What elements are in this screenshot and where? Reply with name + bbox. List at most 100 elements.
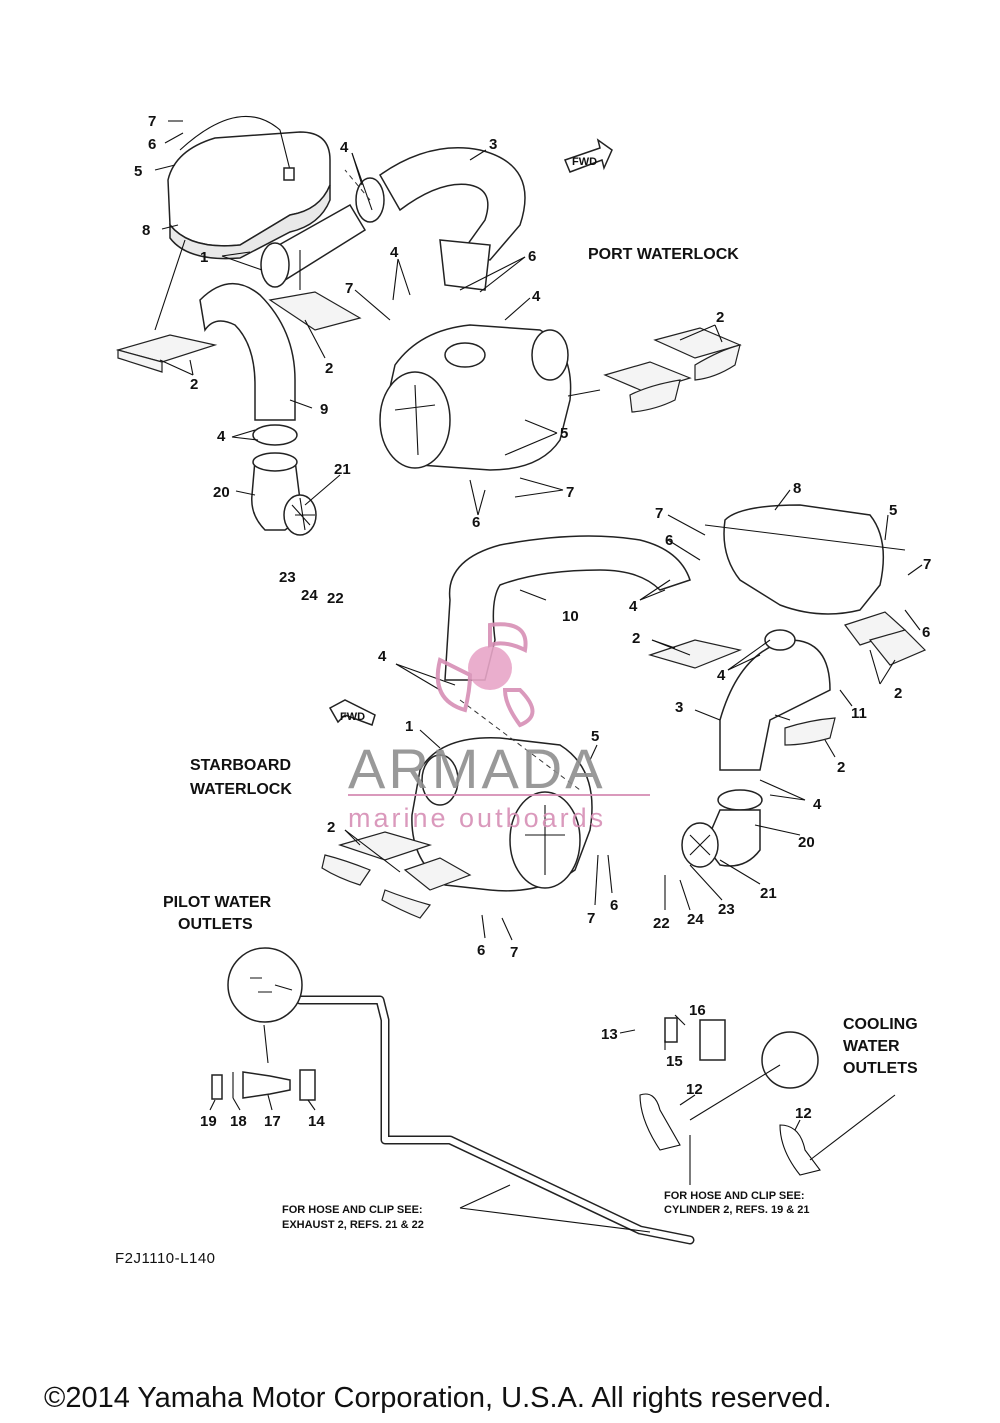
callout: 6 xyxy=(472,514,480,531)
watermark-brand: ARMADA xyxy=(348,737,606,800)
port-hose-3 xyxy=(379,147,526,291)
callout: 10 xyxy=(562,608,579,625)
callout: 7 xyxy=(345,280,353,297)
callout: 12 xyxy=(686,1081,703,1098)
callout: 4 xyxy=(378,648,387,665)
callout: 9 xyxy=(320,401,328,418)
port-elbow-20 xyxy=(251,452,317,536)
callout: 4 xyxy=(532,288,541,305)
callout: 5 xyxy=(560,425,568,442)
callout: 22 xyxy=(653,915,670,932)
callout: 7 xyxy=(566,484,574,501)
callout: 2 xyxy=(632,630,640,647)
watermark-tagline: marine outboards xyxy=(348,803,606,833)
port-pads xyxy=(115,291,742,413)
callout: 5 xyxy=(889,502,897,519)
note-cylinder-line2: CYLINDER 2, REFS. 19 & 21 xyxy=(664,1204,810,1216)
port-hose-9 xyxy=(199,282,298,446)
callout: 4 xyxy=(629,598,638,615)
callout: 4 xyxy=(813,796,822,813)
cooling-water-outlets xyxy=(639,1017,896,1176)
callout: 6 xyxy=(477,942,485,959)
section-cooling-line3: OUTLETS xyxy=(843,1060,918,1077)
section-cooling-line1: COOLING xyxy=(843,1016,918,1033)
note-exhaust-line2: EXHAUST 2, REFS. 21 & 22 xyxy=(282,1219,424,1231)
callout: 6 xyxy=(610,897,618,914)
starboard-fwd-label: FWD xyxy=(340,711,365,723)
callout: 12 xyxy=(795,1105,812,1122)
callout: 6 xyxy=(528,248,536,265)
callout: 2 xyxy=(325,360,333,377)
callouts: 7 6 5 8 4 3 4 7 6 4 1 2 2 2 9 4 21 20 5 … xyxy=(134,113,931,1130)
note-exhaust-line1: FOR HOSE AND CLIP SEE: xyxy=(282,1204,423,1216)
starboard-pads xyxy=(321,611,927,919)
callout: 11 xyxy=(851,705,867,722)
callout: 7 xyxy=(655,505,663,522)
pilot-outlet-fittings xyxy=(211,1069,316,1101)
callout: 6 xyxy=(665,532,673,549)
callout: 13 xyxy=(601,1026,618,1043)
callout: 7 xyxy=(923,556,931,573)
section-cooling-line2: WATER xyxy=(843,1038,900,1055)
callout: 19 xyxy=(200,1113,217,1130)
section-starboard-line2: WATERLOCK xyxy=(190,781,292,798)
starboard-muffler-box xyxy=(704,504,906,615)
callout: 4 xyxy=(217,428,226,445)
callout: 18 xyxy=(230,1113,247,1130)
callout: 20 xyxy=(213,484,230,501)
callout: 24 xyxy=(301,587,318,604)
callout: 4 xyxy=(340,139,349,156)
pad-arrows xyxy=(154,169,791,791)
starboard-hose-10 xyxy=(444,535,691,681)
callout: 2 xyxy=(716,309,724,326)
callout: 23 xyxy=(279,569,296,586)
callout: 21 xyxy=(760,885,777,902)
section-starboard-line1: STARBOARD xyxy=(190,757,291,774)
note-cylinder-line1: FOR HOSE AND CLIP SEE: xyxy=(664,1190,805,1202)
callout: 22 xyxy=(327,590,344,607)
callout: 3 xyxy=(489,136,497,153)
callout: 15 xyxy=(666,1053,683,1070)
callout: 5 xyxy=(591,728,599,745)
callout: 3 xyxy=(675,699,683,716)
callout: 23 xyxy=(718,901,735,918)
section-port-waterlock: PORT WATERLOCK xyxy=(588,246,739,263)
port-fwd-arrow-icon: FWD xyxy=(564,138,613,173)
callout: 8 xyxy=(142,222,150,239)
callout: 17 xyxy=(264,1113,281,1130)
callout: 24 xyxy=(687,911,704,928)
callout: 1 xyxy=(200,249,208,266)
port-waterlock-1 xyxy=(379,324,572,471)
callout: 6 xyxy=(922,624,930,641)
callout: 2 xyxy=(894,685,902,702)
callout: 16 xyxy=(689,1002,706,1019)
section-pilot-line2: OUTLETS xyxy=(178,916,253,933)
starboard-hose-11 xyxy=(717,629,831,811)
port-fwd-label: FWD xyxy=(572,156,597,168)
starboard-fwd-arrow-icon: FWD xyxy=(328,699,376,726)
callout: 14 xyxy=(308,1113,325,1130)
callout: 21 xyxy=(334,461,351,478)
callout: 7 xyxy=(148,113,156,130)
propeller-logo-icon xyxy=(435,622,535,728)
callout: 4 xyxy=(717,667,726,684)
callout: 5 xyxy=(134,163,142,180)
section-pilot-line1: PILOT WATER xyxy=(163,894,272,911)
callout: 2 xyxy=(837,759,845,776)
armada-watermark: ARMADA marine outboards xyxy=(348,622,650,833)
callout: 7 xyxy=(510,944,518,961)
copyright: ©2014 Yamaha Motor Corporation, U.S.A. A… xyxy=(44,1382,832,1414)
callout: 20 xyxy=(798,834,815,851)
pilot-water-hose xyxy=(227,947,695,1245)
callout: 2 xyxy=(190,376,198,393)
figure-code: F2J1110-L140 xyxy=(115,1250,216,1267)
callout: 6 xyxy=(148,136,156,153)
callout: 4 xyxy=(390,244,399,261)
starboard-elbow-20 xyxy=(681,809,761,868)
leader-lines xyxy=(154,120,923,1233)
port-muffler-box xyxy=(167,115,331,260)
callout: 7 xyxy=(587,910,595,927)
starboard-waterlock-1 xyxy=(411,737,593,892)
callout: 2 xyxy=(327,819,335,836)
